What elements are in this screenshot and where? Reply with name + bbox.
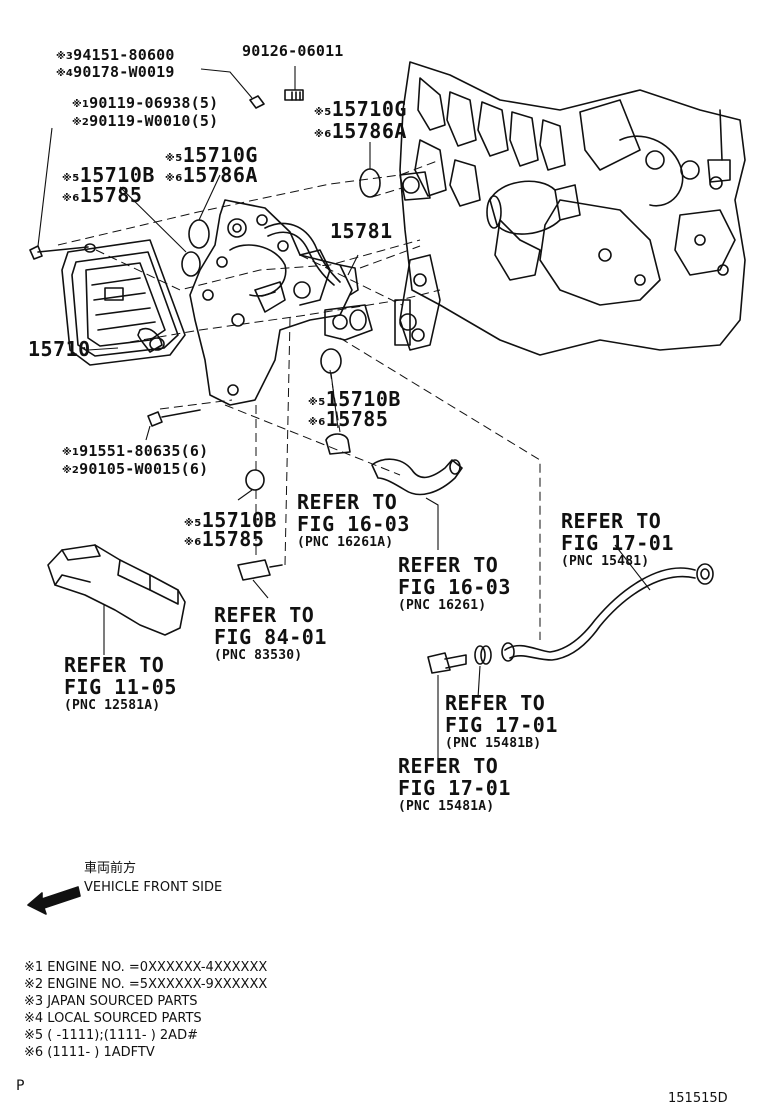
legend-item: ※6 (1111- ) 1ADFTV [24,1045,155,1060]
fasteners [147,89,492,674]
callout-91551-80635: ※191551-80635(6) [62,442,209,460]
cooler-housing [189,199,373,406]
callout-90126-06011: 90126-06011 [242,42,344,60]
refer-fig-17-01-15481b: REFER TO FIG 17-01 (PNC 15481B) [445,691,558,751]
refer-fig-84-01-83530: REFER TO FIG 84-01 (PNC 83530) [214,603,327,663]
callout-94151-80600: ※394151-80600 [56,46,175,64]
refer-fig-11-05-12581a: REFER TO FIG 11-05 (PNC 12581A) [64,653,177,713]
callout-15710b-right: ※515710B [308,387,401,411]
corner-letter: P [16,1078,25,1094]
refer-fig-16-03-16261a: REFER TO FIG 16-03 (PNC 16261A) [297,490,410,550]
figure-id: 151515D [668,1091,728,1106]
legend: ※1 ENGINE NO. =0XXXXXX-4XXXXXX ※2 ENGINE… [24,959,267,1061]
callout-15710: 15710 [28,337,91,361]
callout-15786a-mid: ※615786A [165,163,258,187]
callout-90178-w0019: ※490178-W0019 [56,63,175,81]
baffle-plate [47,544,186,636]
callout-15786a-top: ※615786A [314,119,407,143]
front-label-jp: 車両前方 [84,861,137,876]
oil-pipe [501,563,714,662]
legend-item: ※3 JAPAN SOURCED PARTS [24,994,198,1009]
callout-15710g-mid: ※515710G [165,143,258,167]
callout-15710b-lower: ※515710B [184,508,277,532]
callout-15785-lower: ※615785 [184,527,265,551]
legend-item: ※1 ENGINE NO. =0XXXXXX-4XXXXXX [24,960,268,975]
callout-90119-06938: ※190119-06938(5) [72,94,219,112]
refer-fig-17-01-15481a: REFER TO FIG 17-01 (PNC 15481A) [398,754,511,814]
legend-item: ※4 LOCAL SOURCED PARTS [24,1011,202,1026]
refer-fig-17-01-15481: REFER TO FIG 17-01 (PNC 15481) [561,509,674,569]
legend-item: ※5 ( -1111);(1111- ) 2AD# [24,1028,198,1043]
callout-90119-w0010: ※290119-W0010(5) [72,112,219,130]
callout-15785-right: ※615785 [308,407,389,431]
callout-15710b-left: ※515710B [62,163,155,187]
front-arrow-icon [27,886,81,915]
engine-block [394,61,746,356]
callout-15785-left: ※615785 [62,183,143,207]
callout-90105-w0015: ※290105-W0015(6) [62,460,209,478]
refer-fig-16-03-16261: REFER TO FIG 16-03 (PNC 16261) [398,553,511,613]
callout-15781: 15781 [330,219,393,243]
legend-item: ※2 ENGINE NO. =5XXXXXX-9XXXXXX [24,977,268,992]
oil-cooler [29,239,186,366]
front-label-en: VEHICLE FRONT SIDE [84,880,223,895]
hose [371,458,463,496]
callout-15710g-top: ※515710G [314,97,407,121]
